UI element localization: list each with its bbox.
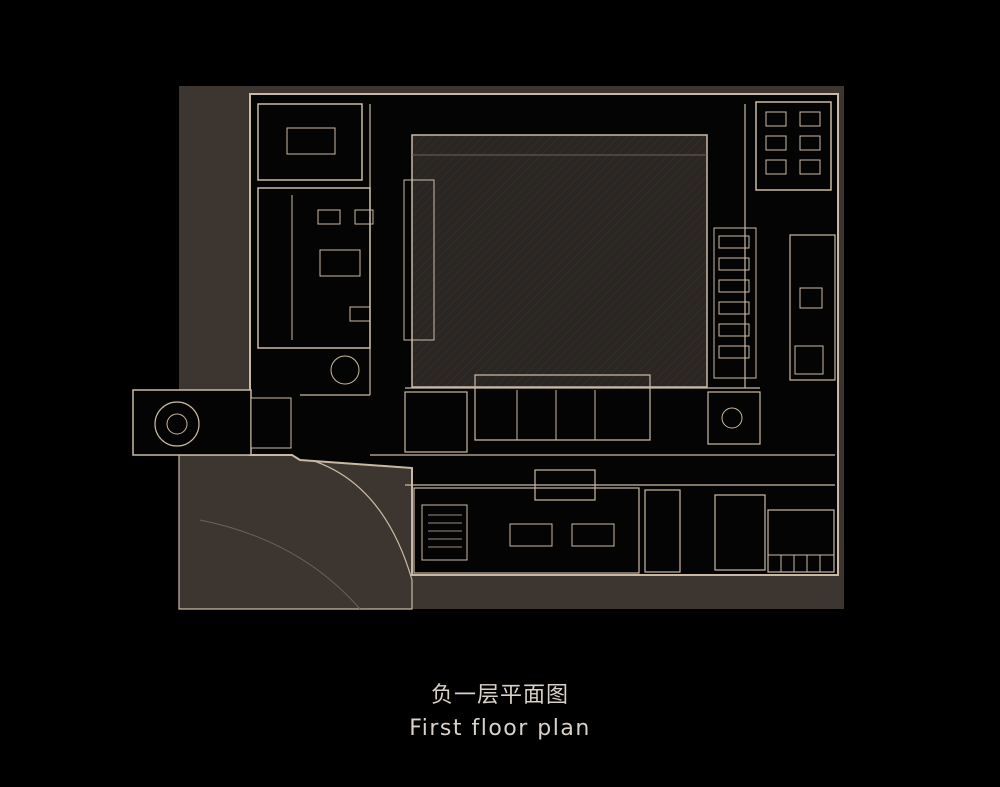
entrance-table	[166, 413, 188, 435]
stairwell	[421, 504, 468, 561]
bay-room	[474, 374, 651, 441]
lower-right-room	[707, 391, 761, 445]
service-room	[714, 494, 766, 571]
wine-cellar	[644, 489, 681, 573]
restroom-stalls	[768, 554, 834, 572]
display-table-2	[571, 523, 615, 547]
spa-bed-2	[794, 345, 824, 375]
right-spa-room	[789, 234, 836, 381]
plan-title-chinese: 负一层平面图	[430, 683, 569, 708]
treatment-beds	[718, 235, 750, 359]
lower-right-table	[721, 407, 743, 429]
locker-5	[765, 159, 787, 175]
locker-2	[799, 111, 821, 127]
sofa-set-2	[354, 209, 374, 225]
central-hall	[411, 134, 708, 388]
billiard-table	[286, 127, 336, 155]
locker-4	[799, 135, 821, 151]
locker-3	[765, 135, 787, 151]
corridor-walls	[300, 104, 835, 486]
lounge-table	[319, 249, 361, 277]
spa-bed-1	[799, 287, 823, 309]
display-table-1	[509, 523, 553, 547]
entrance-rotunda	[154, 401, 200, 447]
curved-courtyard	[178, 454, 413, 610]
round-table	[330, 355, 360, 385]
sofa-set-1	[317, 209, 341, 225]
locker-6	[799, 159, 821, 175]
restroom-block	[767, 509, 835, 573]
bay-room-partitions	[516, 390, 596, 440]
treatment-beds-column	[713, 227, 757, 379]
entrance-corridor	[250, 397, 292, 449]
entrance-wing	[132, 389, 252, 456]
curved-path-line	[199, 519, 361, 610]
locker-1	[765, 111, 787, 127]
top-right-room	[755, 101, 832, 191]
plan-title-english: First floor plan	[409, 716, 591, 741]
bottom-lobby	[413, 487, 640, 574]
billiard-room	[257, 103, 363, 181]
hall-left-strip	[403, 179, 435, 341]
stair-treads	[428, 514, 462, 548]
lower-left-room	[404, 391, 468, 453]
